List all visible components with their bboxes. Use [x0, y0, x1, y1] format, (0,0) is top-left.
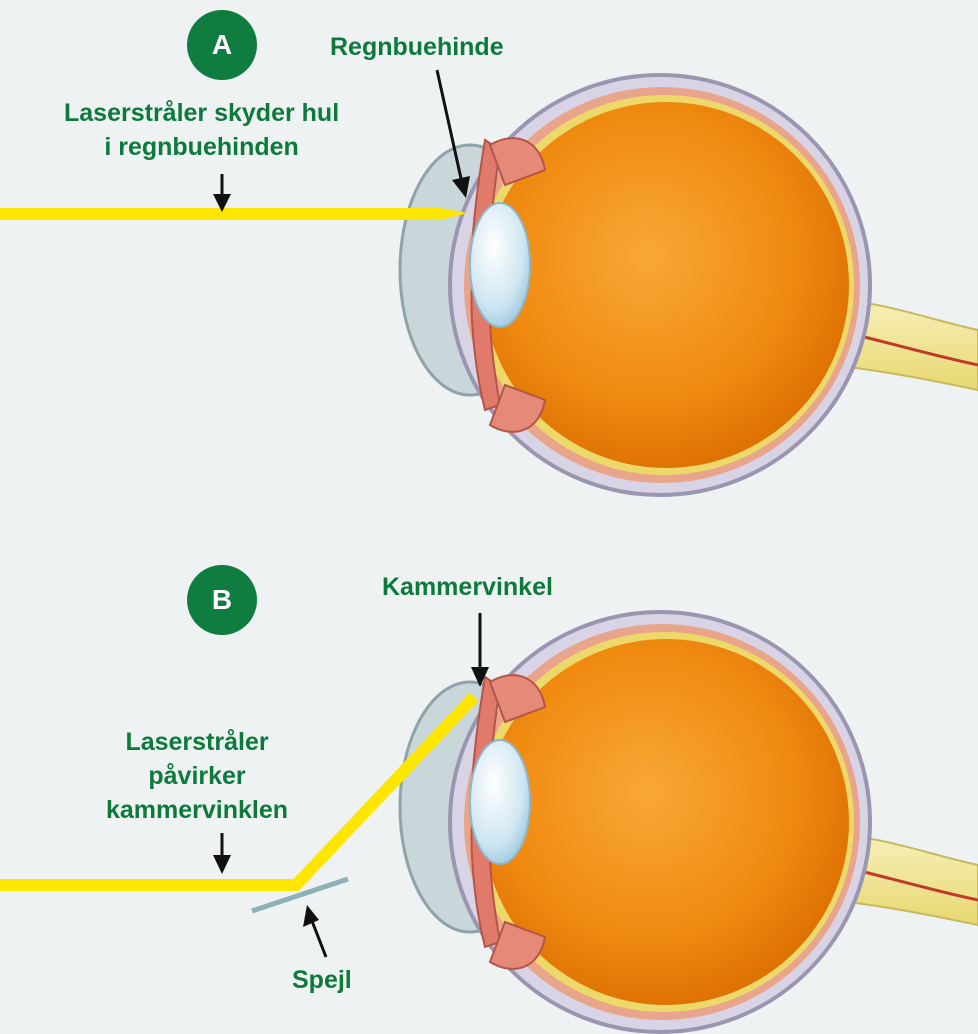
label-laser-b: Laserstråler påvirker kammervinklen: [106, 725, 288, 827]
badge-a: A: [187, 10, 257, 80]
label-spejl: Spejl: [292, 963, 352, 997]
label-laser-a-line-1: Laserstråler skyder hul: [64, 96, 339, 130]
panel-a: A Regnbuehinde Laserstråler skyder hul i…: [0, 0, 978, 517]
mirror-pointer-line: [312, 921, 326, 957]
label-laser-b-line-1: Laserstråler: [106, 725, 288, 759]
label-laser-b-line-2: påvirker: [106, 759, 288, 793]
label-laser-b-line-3: kammervinklen: [106, 793, 288, 827]
mirror-pointer-head: [303, 905, 319, 927]
lens: [470, 203, 530, 327]
lens: [470, 740, 530, 864]
badge-b: B: [187, 565, 257, 635]
label-laser-a: Laserstråler skyder hul i regnbuehinden: [64, 96, 339, 164]
label-kammervinkel: Kammervinkel: [382, 570, 553, 604]
label-laser-a-line-2: i regnbuehinden: [64, 130, 339, 164]
laser-beam: [0, 208, 468, 220]
laser-pointer-head: [213, 855, 231, 874]
eye-diagram-a: [0, 0, 978, 517]
panel-b: B Kammervinkel Laserstråler påvirker kam…: [0, 517, 978, 1034]
label-regnbuehinde: Regnbuehinde: [330, 30, 504, 64]
